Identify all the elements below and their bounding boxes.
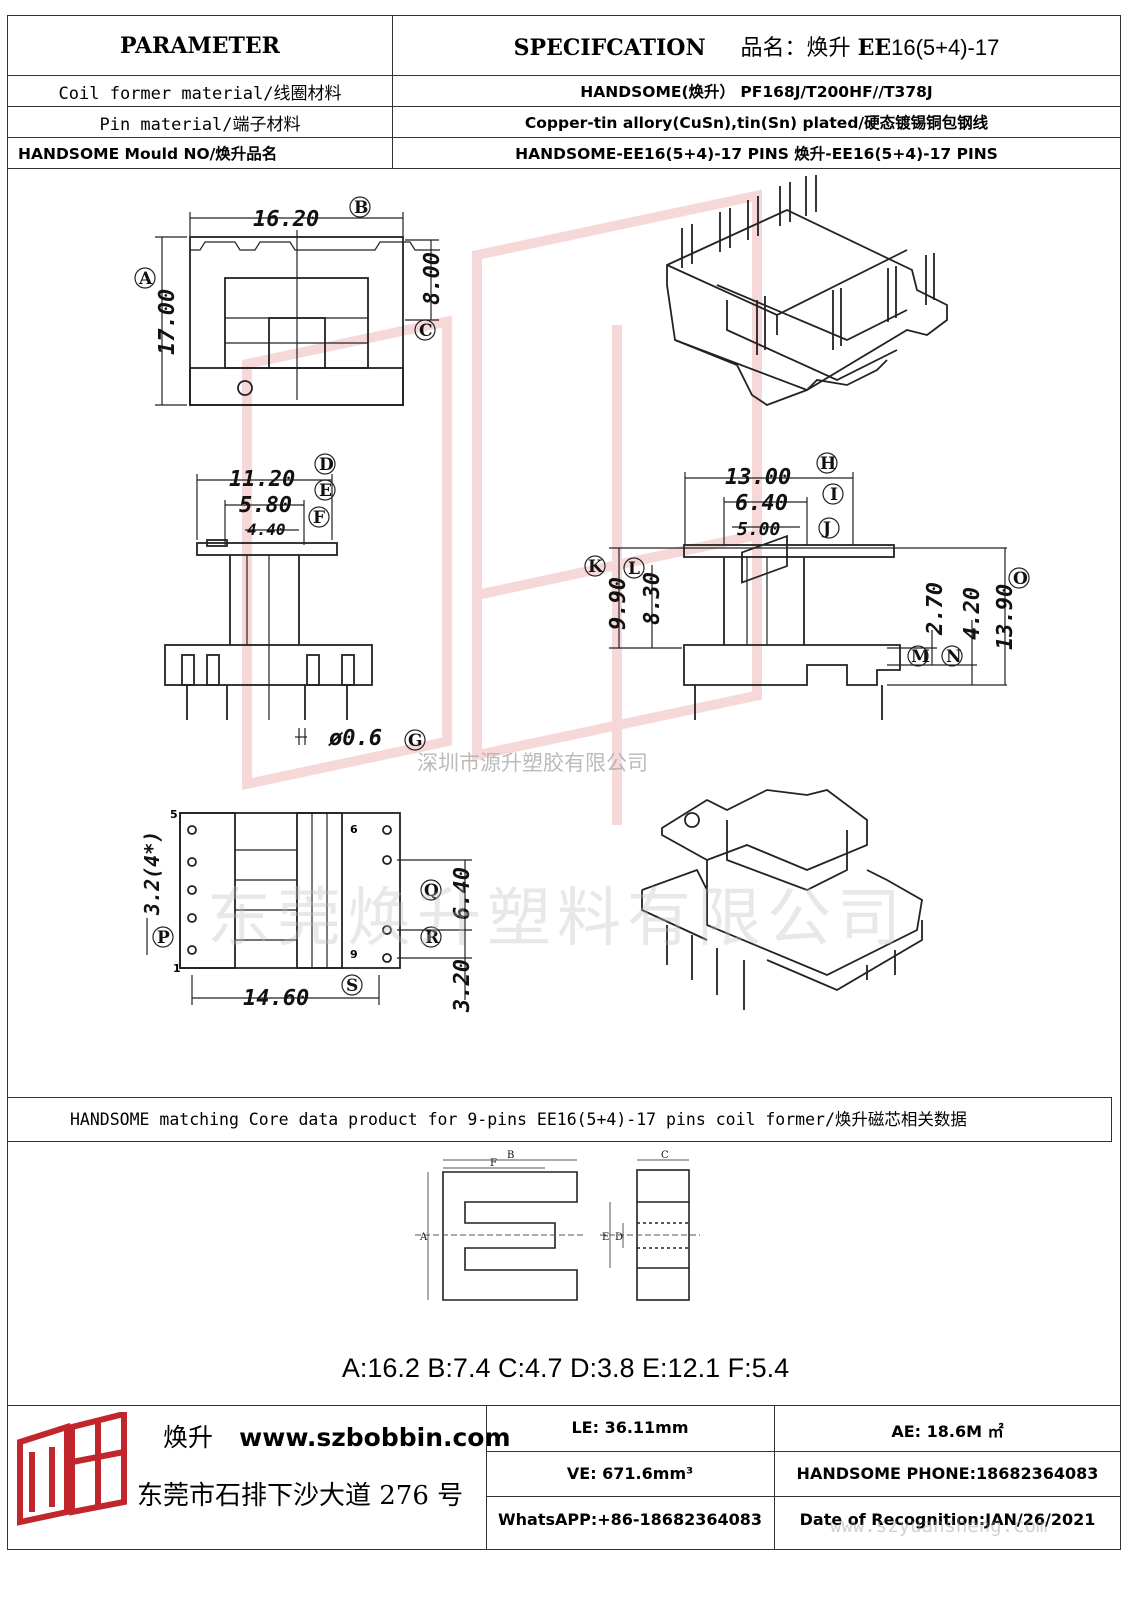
dim-r-value: 3.20 xyxy=(450,959,475,1013)
svg-text:N: N xyxy=(946,647,962,667)
svg-text:A: A xyxy=(138,269,153,289)
front-view: 11.20 D 5.80 E 4.40 F ø0.6 G xyxy=(164,453,426,751)
svg-text:F: F xyxy=(313,508,325,528)
dim-g-value: ø0.6 xyxy=(328,726,382,751)
dim-q-value: 6.40 xyxy=(450,867,475,920)
dim-s-value: 14.60 xyxy=(243,986,309,1011)
coil-material-label: Coil former material/线圈材料 xyxy=(7,75,393,107)
core-drawing: B F A C E D xyxy=(415,1150,700,1301)
spec-label: SPECIFCATION xyxy=(513,34,706,61)
svg-text:S: S xyxy=(346,976,358,996)
footer-hline-1 xyxy=(486,1451,1121,1452)
top-view: 16.20 B 17.00 A 8.00 C xyxy=(134,196,445,406)
svg-text:K: K xyxy=(588,557,604,577)
core-letter-b: B xyxy=(507,1150,514,1161)
core-data-banner: HANDSOME matching Core data product for … xyxy=(7,1097,1112,1142)
dim-c-value: 8.00 xyxy=(420,252,445,305)
dim-b-value: 16.20 xyxy=(253,207,319,232)
dim-o-value: 13.90 xyxy=(993,584,1018,650)
product-prefix: 品名：焕升 xyxy=(740,35,851,61)
pin-material-label: Pin material/端子材料 xyxy=(7,106,393,138)
handsome-logo-icon xyxy=(17,1412,127,1526)
core-letter-f: F xyxy=(490,1158,497,1169)
address: 东莞市石排下沙大道 276 号 xyxy=(137,1481,464,1511)
website-link[interactable]: www.szbobbin.com xyxy=(239,1423,511,1452)
dim-k-value: 9.90 xyxy=(606,577,631,630)
pin-5-label: 5 xyxy=(170,808,178,821)
core-letter-d: D xyxy=(615,1232,623,1243)
core-letter-a: A xyxy=(419,1232,428,1243)
bottom-view: 5 6 1 9 14.60 S 3.2(4*) P 6.40 Q 3.20 R xyxy=(140,808,475,1013)
param-heading: PARAMETER xyxy=(7,15,393,76)
svg-text:L: L xyxy=(628,559,640,579)
dim-a-value: 17.00 xyxy=(155,289,180,355)
mould-no-label: HANDSOME Mould NO/焕升品名 xyxy=(7,137,393,169)
dim-h-value: 13.00 xyxy=(725,465,791,490)
spec-heading: SPECIFCATION 品名：焕升 EE16(5+4)-17 xyxy=(392,15,1121,76)
pin-6-label: 6 xyxy=(350,823,358,836)
spec-header-table: PARAMETER SPECIFCATION 品名：焕升 EE16(5+4)-1… xyxy=(7,15,1121,169)
dim-p-value: 3.2(4*) xyxy=(140,831,164,916)
brand-cn: 焕升 xyxy=(163,1423,214,1452)
dim-f-value: 4.40 xyxy=(247,520,286,539)
company-watermark: 深圳市源升塑胶有限公司 xyxy=(417,751,648,775)
core-values: A:16.2 B:7.4 C:4.7 D:3.8 E:12.1 F:5.4 xyxy=(341,1353,790,1383)
product-code-rest: 16(5+4)-17 xyxy=(891,34,1000,60)
dim-i-value: 6.40 xyxy=(735,491,788,516)
pin-material-value: Copper-tin allory(CuSn),tin(Sn) plated/硬… xyxy=(392,106,1121,138)
core-letter-e: E xyxy=(602,1232,609,1243)
product-code-bold: EE xyxy=(857,34,892,61)
svg-text:H: H xyxy=(820,454,836,474)
iso-view-top xyxy=(666,175,948,407)
dim-m-value: 2.70 xyxy=(923,582,948,636)
svg-text:G: G xyxy=(408,731,423,751)
dim-l-value: 8.30 xyxy=(640,572,665,625)
side-view: 13.00 H 6.40 I 5.00 J K L 9.90 8.30 2.70… xyxy=(584,452,1030,720)
dim-n-value: 4.20 xyxy=(960,587,985,640)
brand-line: 焕升 www.szbobbin.com xyxy=(163,1418,511,1454)
phone-value: HANDSOME PHONE:18682364083 xyxy=(796,1464,1099,1483)
coil-material-value: HANDSOME(焕升） PF168J/T200HF//T378J xyxy=(392,75,1121,107)
svg-text:I: I xyxy=(830,485,838,505)
url-watermark: www.szyuansheng.com xyxy=(830,1515,1048,1537)
svg-text:C: C xyxy=(419,321,433,341)
ve-value: VE: 671.6mm³ xyxy=(566,1464,694,1483)
svg-text:Q: Q xyxy=(424,881,439,901)
le-value: LE: 36.11mm xyxy=(571,1418,689,1437)
company-watermark-large: 东莞焕升塑料有限公司 xyxy=(207,882,907,956)
iso-view-bottom xyxy=(641,534,923,1010)
svg-text:R: R xyxy=(425,928,440,948)
svg-text:P: P xyxy=(157,928,170,948)
footer-hline-2 xyxy=(486,1496,1121,1497)
dim-d-value: 11.20 xyxy=(229,467,295,492)
svg-text:M: M xyxy=(911,647,930,667)
pin-9-label: 9 xyxy=(350,948,358,961)
whatsapp-value: WhatsAPP:+86-18682364083 xyxy=(497,1510,762,1529)
dim-j-value: 5.00 xyxy=(737,519,781,540)
svg-text:O: O xyxy=(1013,569,1028,589)
dim-e-value: 5.80 xyxy=(239,493,292,518)
footer-divider-2 xyxy=(774,1405,775,1550)
footer-divider-1 xyxy=(486,1405,487,1550)
ae-value: AE: 18.6M ㎡ xyxy=(891,1422,1004,1441)
pin-1-label: 1 xyxy=(173,962,181,975)
footer xyxy=(7,1405,1121,1551)
svg-text:E: E xyxy=(319,481,332,501)
date-of-recognition: Date of Recognition:JAN/26/2021 xyxy=(799,1510,1096,1529)
svg-text:J: J xyxy=(821,519,831,539)
mould-no-value: HANDSOME-EE16(5+4)-17 PINS 焕升-EE16(5+4)-… xyxy=(392,137,1121,169)
core-letter-c: C xyxy=(661,1150,669,1161)
svg-text:B: B xyxy=(354,198,368,218)
technical-drawing: .l { stroke:#222; stroke-width:1.8; fill… xyxy=(134,175,1030,1013)
svg-text:D: D xyxy=(319,455,334,475)
